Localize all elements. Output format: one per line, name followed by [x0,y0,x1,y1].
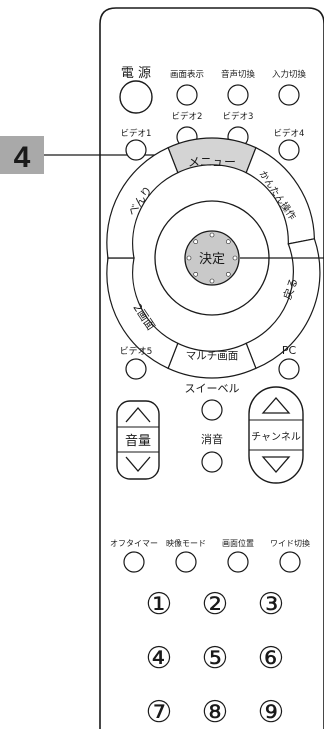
callout-4: 4 [0,136,172,174]
number-button-3[interactable]: ③ [258,587,285,622]
channel-label: チャンネル [251,431,301,443]
number-button-6[interactable]: ⑥ [258,641,285,676]
pc-label: PC [282,344,297,357]
menu-label: メニュー [188,155,236,169]
enter-label: 決定 [199,252,225,267]
multi-screen-label: マルチ画面 [186,350,239,362]
number-button-8[interactable]: ⑧ [202,695,229,729]
audio-switch-label: 音声切換 [221,69,256,80]
number-button-1[interactable]: ① [146,587,173,622]
video3-label: ビデオ3 [223,111,254,122]
swivel-label: スイーベル [185,382,240,395]
picture-mode-button[interactable] [175,551,197,573]
number-button-5[interactable]: ⑤ [202,641,229,676]
callout-number: 4 [14,141,31,174]
off-timer-label: オフタイマー [110,539,158,548]
navigation-dial: 決定 メニュー かんたん操作 戻る マルチ画面 2画面 べんり [106,137,321,379]
pc-button[interactable] [278,358,300,380]
power-label: 電 源 [121,66,151,81]
enter-button-dots [186,232,238,284]
swivel-button[interactable] [201,399,223,421]
audio-switch-button[interactable] [227,84,249,106]
volume-up-button[interactable] [125,407,151,423]
video2-label: ビデオ2 [172,111,203,122]
screen-display-label: 画面表示 [170,69,204,80]
mute-button[interactable] [201,451,223,473]
volume-rocker: 音量 [116,400,160,480]
off-timer-button[interactable] [123,551,145,573]
number-button-7[interactable]: ⑦ [146,695,173,729]
number-pad: ① ② ③ ④ ⑤ ⑥ ⑦ ⑧ ⑨ [146,587,285,729]
video5-button[interactable] [125,358,147,380]
input-switch-label: 入力切換 [272,69,307,80]
wide-switch-label: ワイド切換 [270,538,310,548]
channel-rocker: チャンネル [248,386,304,484]
number-button-4[interactable]: ④ [146,641,173,676]
channel-rocker-frame [248,386,304,484]
video4-label: ビデオ4 [274,128,305,139]
video5-label: ビデオ5 [120,345,153,357]
channel-down-button[interactable] [261,456,291,473]
wide-switch-button[interactable] [279,551,301,573]
input-switch-button[interactable] [278,84,300,106]
volume-label: 音量 [125,433,151,449]
power-button[interactable] [119,80,153,114]
mute-label: 消音 [201,432,223,446]
enter-button[interactable] [184,230,240,286]
video1-button[interactable] [125,139,147,161]
screen-position-button[interactable] [227,551,249,573]
convenient-button[interactable] [106,146,179,259]
video4-button[interactable] [278,139,300,161]
number-button-2[interactable]: ② [202,587,229,622]
volume-down-button[interactable] [125,456,151,472]
number-button-9[interactable]: ⑨ [258,695,285,729]
channel-up-button[interactable] [261,397,291,414]
screen-display-button[interactable] [176,84,198,106]
screen-position-label: 画面位置 [222,538,254,548]
picture-mode-label: 映像モード [166,538,206,548]
video1-label: ビデオ1 [121,128,152,139]
